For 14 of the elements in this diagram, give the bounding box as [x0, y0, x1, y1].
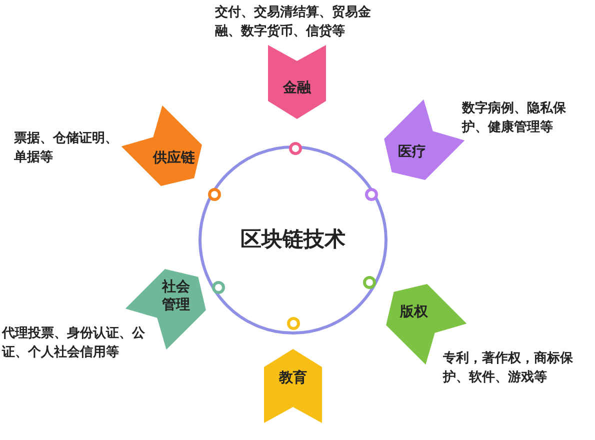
description-text: 交付、交易清结算、贸易金融、数字货币、信贷等: [215, 4, 372, 41]
chevron-label: 供应链: [152, 150, 196, 168]
hub-title: 区块链技术: [240, 226, 346, 252]
chevron-label: 教育: [278, 370, 308, 388]
ring-marker: [288, 142, 302, 154]
description-text: 专利，著作权，商标保护、软件、游戏等: [443, 350, 574, 387]
description-text: 代理投票、身份认证、公证、个人社会信用等: [2, 325, 146, 362]
description-text: 票据、仓储证明、单据等: [14, 130, 119, 167]
chevron-label: 医疗: [397, 144, 427, 162]
hub-circle: [197, 144, 389, 336]
chevron-label: 社会管理: [160, 279, 191, 314]
chevron-label: 版权: [398, 304, 429, 322]
chevron-label: 金融: [282, 80, 312, 98]
description-text: 数字病例、隐私保护、健康管理等: [462, 100, 567, 137]
